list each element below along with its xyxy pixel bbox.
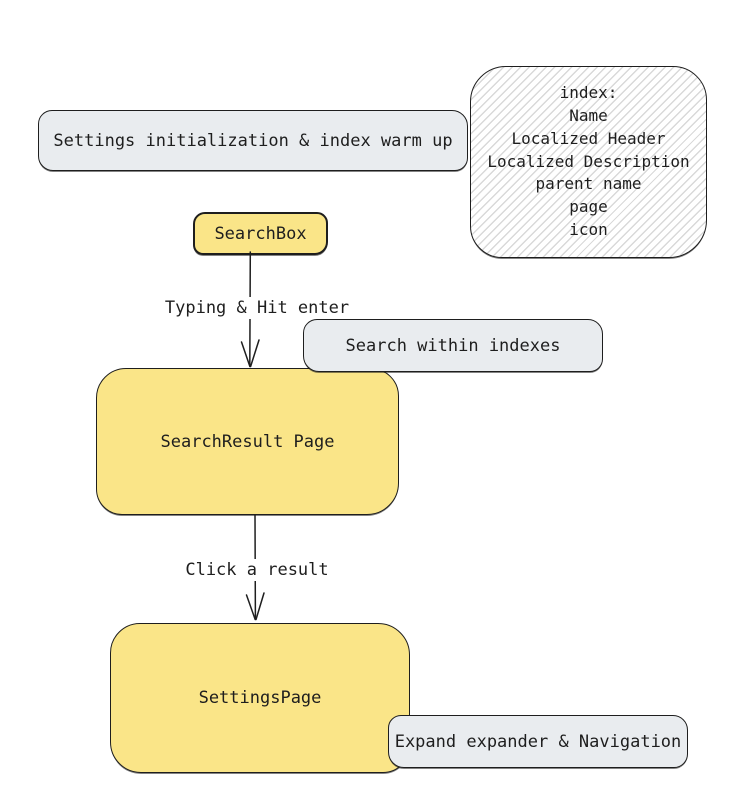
index-field-parent-name: parent name xyxy=(535,174,642,194)
search-result-page-node: SearchResult Page xyxy=(96,368,399,515)
search-within-indexes-node: Search within indexes xyxy=(303,319,603,372)
arrow-wing-right xyxy=(255,592,265,621)
settings-page-label: SettingsPage xyxy=(198,688,322,708)
expand-navigation-label: Expand expander & Navigation xyxy=(394,731,682,752)
settings-initialization-node: Settings initialization & index warm up xyxy=(38,110,468,171)
index-card-title: index: xyxy=(559,83,618,103)
arrow-wing-left xyxy=(245,594,256,621)
edge-label-typing: Typing & Hit enter xyxy=(161,297,353,319)
index-field-localized-header: Localized Header xyxy=(511,128,666,148)
expand-navigation-node: Expand expander & Navigation xyxy=(388,715,688,768)
arrow-wing-right xyxy=(249,339,260,368)
search-result-page-label: SearchResult Page xyxy=(160,431,335,452)
settings-initialization-label: Settings initialization & index warm up xyxy=(53,130,453,151)
settings-page-node: SettingsPage xyxy=(110,623,410,773)
index-info-card: index: Name Localized Header Localized D… xyxy=(470,66,707,258)
index-field-page: page xyxy=(569,197,608,217)
index-field-icon: icon xyxy=(569,219,608,239)
index-field-localized-description: Localized Description xyxy=(487,151,690,171)
arrow-wing-left xyxy=(240,341,251,368)
search-within-indexes-label: Search within indexes xyxy=(345,335,561,356)
edge-label-click-result: Click a result xyxy=(182,559,332,581)
index-field-name: Name xyxy=(569,106,608,125)
search-box-node: SearchBox xyxy=(193,212,328,255)
search-box-label: SearchBox xyxy=(214,223,307,244)
